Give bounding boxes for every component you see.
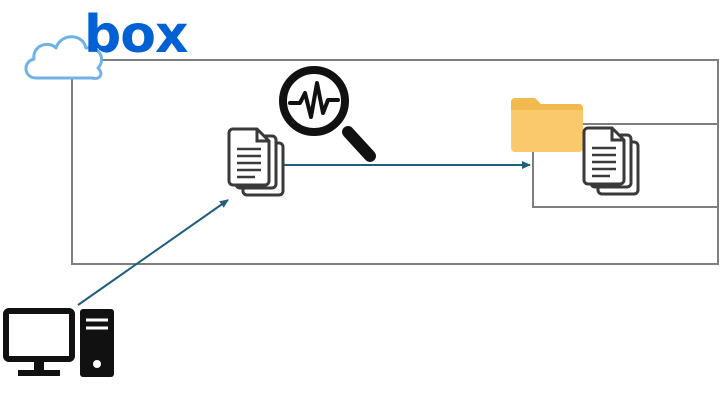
folder-icon [511, 98, 583, 152]
source-documents-icon [227, 127, 285, 197]
desktop-computer-icon [3, 308, 114, 377]
destination-documents-icon [582, 126, 640, 196]
magnifier-waveform-icon [279, 66, 376, 162]
svg-text:box: box [84, 5, 188, 65]
cloud-icon [24, 35, 103, 80]
box-logo: box [84, 5, 189, 65]
upload-arrow [77, 199, 229, 306]
